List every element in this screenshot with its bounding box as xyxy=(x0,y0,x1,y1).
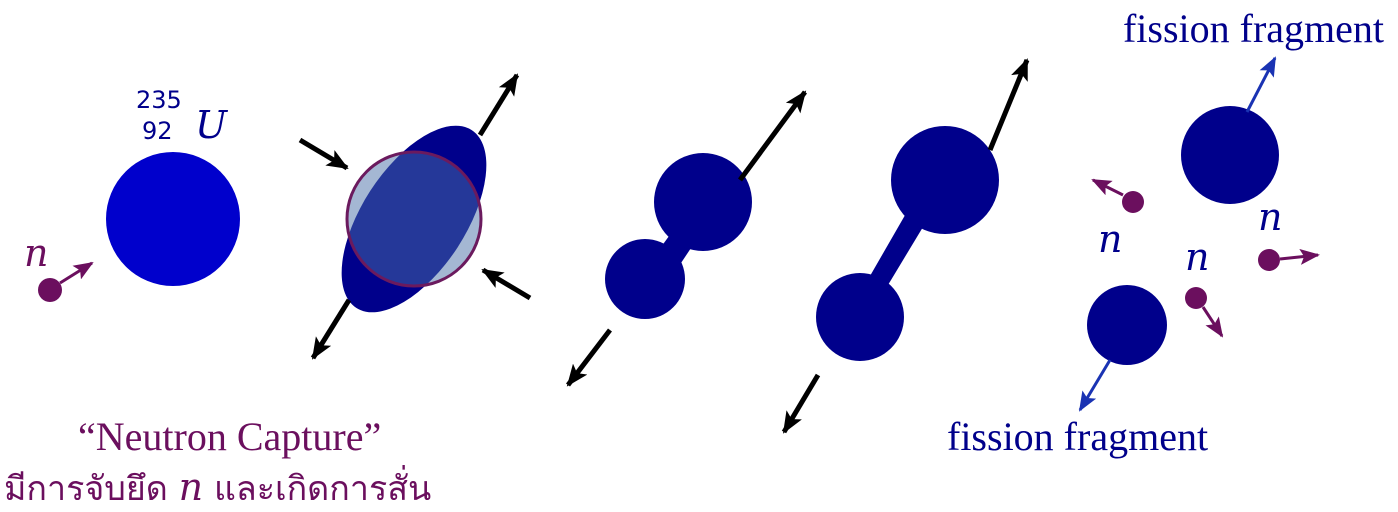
fragment-upper-arrow xyxy=(1247,58,1275,112)
nucleus-atomic-number: 92 xyxy=(142,117,173,145)
stage-4-arrow-up xyxy=(990,60,1027,150)
stage-3-elongation xyxy=(568,92,805,385)
fission-fragment-label-top: fission fragment xyxy=(1123,6,1384,51)
fission-fragment-label-bottom: fission fragment xyxy=(947,414,1208,459)
neutron-capture-title: “Neutron Capture” xyxy=(78,414,381,459)
fragment-lower-arrow xyxy=(1080,360,1110,410)
released-neutron-1 xyxy=(1122,191,1144,213)
released-neutron-2-label: n xyxy=(1185,235,1209,279)
neutron-direction-arrow xyxy=(60,263,92,283)
fission-fragment-upper xyxy=(1181,106,1279,204)
lobe-upper-stage-4 xyxy=(891,126,999,234)
squeeze-arrow-right xyxy=(483,270,530,298)
released-neutron-2 xyxy=(1185,287,1207,309)
original-nucleus-outline xyxy=(347,152,481,286)
fission-fragment-lower xyxy=(1087,285,1167,365)
capture-description-part-2: และเกิดการสั่น xyxy=(214,465,431,509)
nucleus-mass-number: 235 xyxy=(136,86,182,114)
released-neutron-1-arrow xyxy=(1093,180,1123,195)
stage-1-incoming-neutron: 235 92 U n xyxy=(24,86,240,302)
stage-5-fission-products: n n n xyxy=(1080,58,1318,410)
released-neutron-3-label: n xyxy=(1258,195,1282,239)
stage-4-scission xyxy=(784,60,1027,432)
stretch-arrow-down xyxy=(313,300,349,358)
capture-description-n: n xyxy=(179,465,203,509)
capture-description: มีการจับยึด n และเกิดการสั่น xyxy=(4,465,431,509)
released-neutron-1-label: n xyxy=(1098,217,1122,261)
released-neutron-2-arrow xyxy=(1203,307,1222,336)
stage-4-arrow-down xyxy=(784,375,818,432)
uranium-nucleus xyxy=(106,152,240,286)
lobe-upper-stage-3 xyxy=(654,153,752,251)
neutron-label: n xyxy=(24,231,48,275)
stretch-arrow-up xyxy=(480,75,517,135)
lobe-lower-stage-3 xyxy=(605,239,685,319)
nucleus-symbol: U xyxy=(195,103,229,147)
stage-3-arrow-up xyxy=(740,92,805,180)
stage-2-capture-oscillation xyxy=(300,75,530,358)
capture-description-part-1: มีการจับยึด xyxy=(4,469,168,509)
incoming-neutron xyxy=(38,278,62,302)
released-neutron-3-arrow xyxy=(1280,255,1318,259)
squeeze-arrow-left xyxy=(300,140,347,168)
released-neutron-3 xyxy=(1258,249,1280,271)
lobe-lower-stage-4 xyxy=(816,273,904,361)
stage-3-arrow-down xyxy=(568,330,610,385)
